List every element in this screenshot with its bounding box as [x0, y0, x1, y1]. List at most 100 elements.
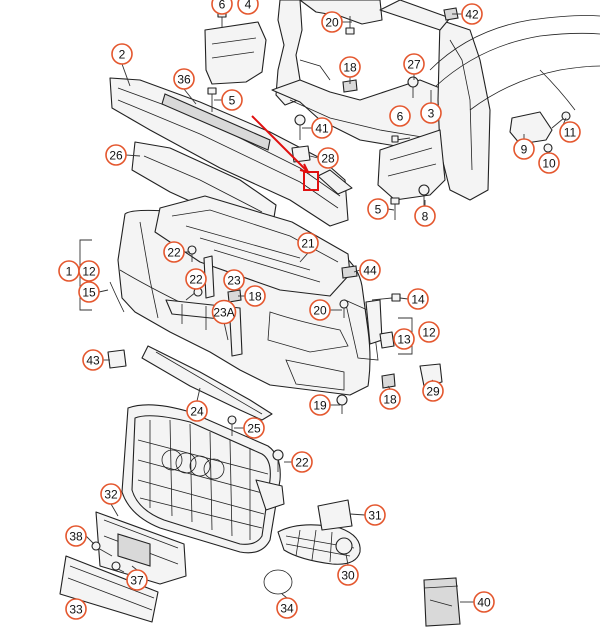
callout-number: 33	[69, 603, 83, 617]
parts-bag-40	[423, 577, 461, 627]
callout-c27: 27	[403, 53, 425, 75]
callout-circle	[82, 349, 104, 371]
callout-c20a: 20	[321, 11, 343, 33]
callout-c12b: 12	[418, 321, 440, 343]
callout-c12a: 12	[78, 260, 100, 282]
callout-number: 41	[315, 122, 329, 136]
callout-c4: 4	[237, 0, 259, 15]
callout-number: 44	[363, 264, 377, 278]
callout-c43: 43	[82, 349, 104, 371]
callout-number: 42	[465, 8, 479, 22]
callout-number: 5	[229, 94, 236, 108]
callout-number: 20	[325, 16, 339, 30]
callout-circle	[339, 56, 361, 78]
callout-c29: 29	[422, 380, 444, 402]
callout-number: 22	[167, 246, 181, 260]
fastener-screws	[91, 11, 571, 573]
lower-trim-24	[141, 345, 273, 421]
callout-c25: 25	[243, 417, 265, 439]
callout-c28: 28	[317, 147, 339, 169]
callout-number: 14	[411, 293, 425, 307]
callout-circle	[403, 53, 425, 75]
callout-circle	[65, 525, 87, 547]
callout-number: 23A	[213, 306, 234, 320]
mounting-bracket-3	[377, 129, 446, 201]
callout-c31: 31	[364, 504, 386, 526]
callout-number: 18	[383, 393, 397, 407]
callout-number: 34	[280, 602, 294, 616]
callout-number: 5	[375, 203, 382, 217]
callout-c6: 6	[211, 0, 233, 15]
callout-circle	[337, 564, 359, 586]
callout-c2: 2	[111, 43, 133, 65]
leader-lines	[85, 13, 567, 603]
callout-c44: 44	[359, 259, 381, 281]
callout-c14: 14	[407, 288, 429, 310]
callout-number: 18	[343, 61, 357, 75]
callout-c3: 3	[420, 102, 442, 124]
callout-circle	[317, 147, 339, 169]
callout-circle	[461, 3, 483, 25]
callout-c33: 33	[65, 598, 87, 620]
callout-circle	[359, 259, 381, 281]
callout-circle	[414, 205, 436, 227]
callout-c18b: 18	[244, 285, 266, 307]
callout-c18a: 18	[339, 56, 361, 78]
callout-number: 19	[313, 399, 327, 413]
callout-c24: 24	[186, 400, 208, 422]
bracket-9	[509, 111, 553, 145]
callout-c5a: 5	[221, 89, 243, 111]
callout-number: 12	[422, 326, 436, 340]
callout-circle	[379, 388, 401, 410]
callout-c37: 37	[126, 569, 148, 591]
callout-number: 31	[368, 509, 382, 523]
callout-c34: 34	[276, 597, 298, 619]
callout-c23a: 23A	[211, 299, 237, 325]
callout-circle	[126, 569, 148, 591]
bumper-reinforcement	[109, 77, 349, 227]
callout-c20b: 20	[309, 299, 331, 321]
callout-circle	[78, 260, 100, 282]
radiator-grille	[121, 404, 285, 554]
callout-number: 18	[248, 290, 262, 304]
callout-circle	[309, 299, 331, 321]
callout-circle	[420, 102, 442, 124]
callout-circle	[163, 241, 185, 263]
callout-number: 40	[477, 596, 491, 610]
callout-c1: 1	[58, 260, 80, 282]
callout-number: 32	[104, 488, 118, 502]
callout-c23: 23	[223, 269, 245, 291]
callout-circle	[105, 144, 127, 166]
callout-number: 26	[109, 149, 123, 163]
callout-number: 20	[313, 304, 327, 318]
callout-c10: 10	[538, 152, 560, 174]
callout-number: 4	[245, 0, 252, 12]
callout-number: 29	[426, 385, 440, 399]
callout-c8: 8	[414, 205, 436, 227]
callout-circle	[211, 0, 233, 15]
callout-number: 23	[227, 274, 241, 288]
callout-circle	[297, 232, 319, 254]
callout-circle	[393, 328, 415, 350]
lower-deflector	[154, 195, 351, 297]
callout-number: 1	[66, 265, 73, 279]
callout-number: 37	[130, 574, 144, 588]
callout-number: 28	[321, 152, 335, 166]
callout-circle	[221, 89, 243, 111]
callout-c13: 13	[393, 328, 415, 350]
highlight-marker	[251, 115, 319, 191]
callout-number: 10	[542, 157, 556, 171]
callout-circle	[473, 591, 495, 613]
callout-circle	[185, 268, 207, 290]
callout-circle	[211, 299, 237, 325]
callout-circle	[78, 281, 100, 303]
callout-number: 6	[397, 110, 404, 124]
fog-light-grille	[277, 524, 361, 565]
callout-circle	[321, 11, 343, 33]
callout-number: 6	[219, 0, 226, 12]
callout-number: 36	[177, 73, 191, 87]
callout-circle	[243, 417, 265, 439]
callout-circle	[367, 198, 389, 220]
callout-c30: 30	[337, 564, 359, 586]
highlight-box	[303, 171, 319, 191]
